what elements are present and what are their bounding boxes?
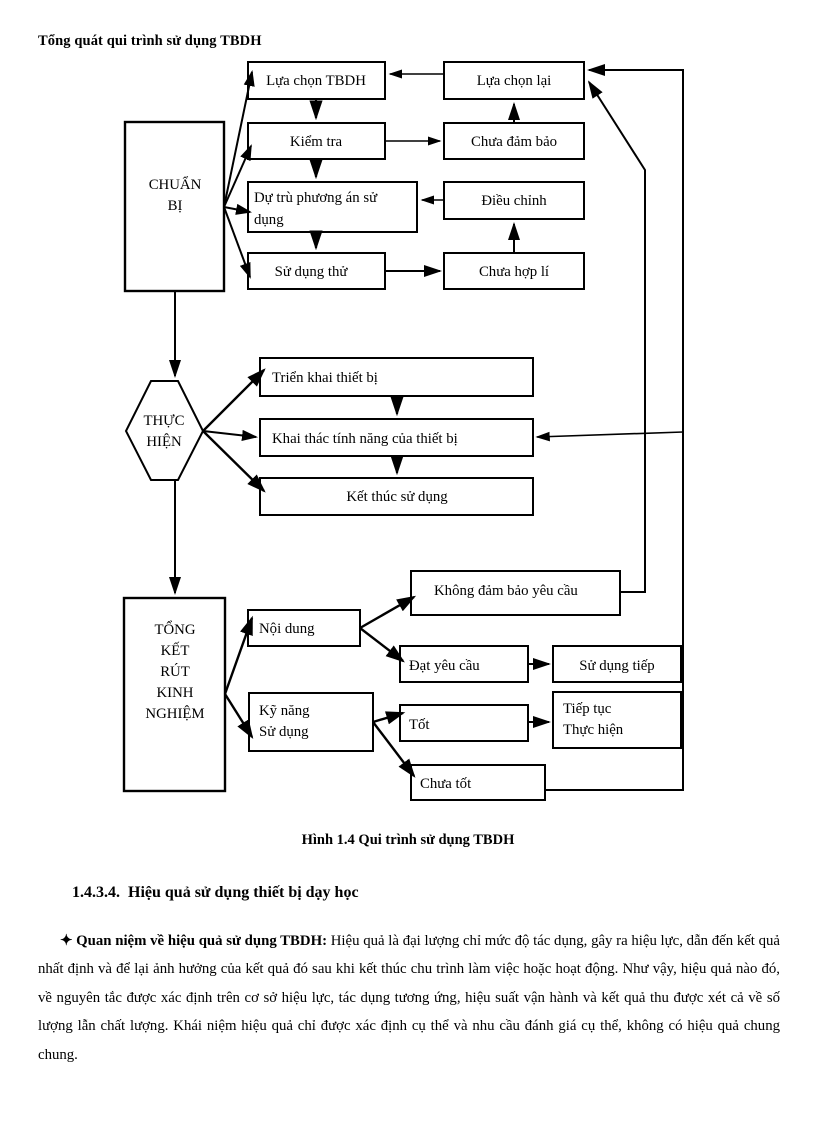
node-dieu-chinh	[443, 181, 585, 220]
label-tong-ket-4: KINH	[157, 685, 194, 701]
label-tiep-tuc-2: Thực hiện	[563, 722, 624, 738]
bullet-glyph: ✦	[60, 932, 73, 949]
section-title: Hiệu quả sử dụng thiết bị dạy học	[128, 884, 359, 901]
edge-kynang-chuatot	[372, 721, 416, 778]
label-chuan-bi-1: CHUẨN	[149, 176, 202, 193]
label-su-dung-tiep: Sử dụng tiếp	[579, 658, 654, 674]
node-su-dung-tiep	[552, 645, 682, 683]
label-thuc-hien-1: THỰC	[143, 413, 184, 429]
label-ky-nang-2: Sử dụng	[259, 724, 309, 740]
edge-thuchien-khaithac	[202, 429, 258, 441]
paragraph-body: Hiệu quả là đại lượng chỉ mức độ tác dụn…	[38, 932, 780, 1063]
flowchart-diagram: CHUẨN BỊ Lựa chọn TBDH Kiểm tra Sử dụng …	[122, 61, 684, 801]
node-chua-tot	[410, 764, 546, 801]
label-thuc-hien-2: HIỆN	[146, 433, 182, 450]
node-trien-khai	[259, 357, 534, 397]
edge-kynang-tot	[372, 711, 406, 725]
label-su-dung-thu: Sử dụng thử	[275, 264, 349, 280]
node-chua-hop-li	[443, 252, 585, 290]
paragraph-lead: Quan niệm về hiệu quả sử dụng TBDH:	[76, 932, 328, 949]
edge-feedback-chuatot-luachonlai	[545, 64, 684, 791]
label-tong-ket-3: RÚT	[160, 663, 190, 680]
label-ket-thuc: Kết thúc sử dụng	[346, 489, 448, 505]
node-thuc-hien	[124, 380, 205, 481]
label-du-tru-2: dụng	[254, 212, 284, 228]
edge-feedback-rail-khaithac	[535, 431, 684, 442]
label-lua-chon-tbdh: Lựa chọn TBDH	[266, 73, 366, 89]
edge-thuchien-ketthuc	[202, 430, 266, 493]
edge-tongket-kynang	[223, 693, 254, 740]
body-paragraph: ✦ Quan niệm về hiệu quả sử dụng TBDH: Hi…	[38, 927, 780, 1070]
edge-feedback-khongdambao-luachonlai	[587, 80, 646, 593]
node-chua-dam-bao	[443, 122, 585, 160]
label-lua-chon-lai: Lựa chọn lại	[477, 73, 552, 89]
node-tiep-tuc	[552, 691, 682, 749]
label-chuan-bi-2: BỊ	[168, 198, 183, 214]
node-tot	[399, 704, 529, 742]
label-chua-tot: Chưa tốt	[420, 776, 472, 792]
label-dat-yeu-cau: Đạt yêu cầu	[409, 658, 480, 674]
node-tong-ket	[122, 596, 227, 793]
node-lua-chon-lai	[443, 61, 585, 100]
label-ky-nang-1: Kỹ năng	[259, 703, 310, 719]
section-number: 1.4.3.4.	[72, 884, 120, 901]
node-du-tru	[247, 181, 418, 233]
edge-noidung-khongdambao	[359, 595, 417, 630]
section-heading: 1.4.3.4. Hiệu quả sử dụng thiết bị dạy họ…	[72, 884, 359, 902]
edge-chuanbi-dutru	[223, 203, 252, 215]
label-tong-ket-1: TỔNG	[154, 620, 195, 638]
edge-thuchien-trienkhai	[202, 368, 266, 432]
label-trien-khai: Triển khai thiết bị	[272, 370, 378, 386]
node-ket-thuc	[259, 477, 534, 516]
label-chua-dam-bao: Chưa đảm bảo	[471, 134, 557, 150]
label-tong-ket-5: NGHIỆM	[145, 705, 204, 722]
label-tot: Tốt	[409, 717, 430, 733]
node-khong-dam-bao	[410, 570, 621, 616]
edge-noidung-datyeucau	[359, 627, 405, 663]
label-noi-dung: Nội dung	[259, 621, 315, 637]
page-title: Tổng quát qui trình sử dụng TBDH	[38, 33, 262, 49]
label-chua-hop-li: Chưa hợp lí	[479, 264, 549, 280]
label-du-tru-1: Dự trù phương án sử	[254, 190, 378, 206]
edge-chuanbi-luachon	[223, 70, 255, 208]
edge-tongket-noidung	[223, 615, 254, 695]
edge-chuanbi-sudungthu	[223, 206, 251, 279]
node-su-dung-thu	[247, 252, 386, 290]
label-tong-ket-2: KẾT	[161, 642, 190, 659]
label-khai-thac: Khai thác tính năng của thiết bị	[272, 431, 458, 447]
label-khong-dam-bao: Không đảm bảo yêu cầu	[434, 583, 578, 599]
node-noi-dung	[247, 609, 361, 647]
edge-chuanbi-kiemtra	[223, 144, 252, 208]
label-dieu-chinh: Điều chỉnh	[481, 193, 547, 209]
label-kiem-tra: Kiểm tra	[290, 134, 343, 150]
node-ky-nang	[248, 692, 374, 752]
label-tiep-tuc-1: Tiếp tục	[563, 701, 612, 717]
figure-caption: Hình 1.4 Qui trình sử dụng TBDH	[301, 832, 515, 848]
